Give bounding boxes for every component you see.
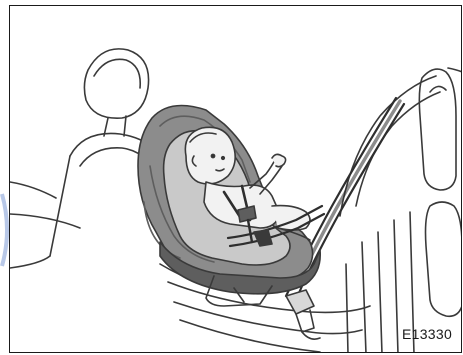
illustration-drawing [10, 6, 462, 353]
rear-seat-bolster [426, 202, 463, 316]
door-line [10, 214, 80, 228]
rear-seat-headrest [419, 68, 462, 190]
front-seat-headrest [84, 49, 148, 136]
figure-code: E13330 [402, 326, 452, 342]
seat-belt-buckle [286, 290, 320, 339]
child-seat-illustration [9, 5, 462, 353]
